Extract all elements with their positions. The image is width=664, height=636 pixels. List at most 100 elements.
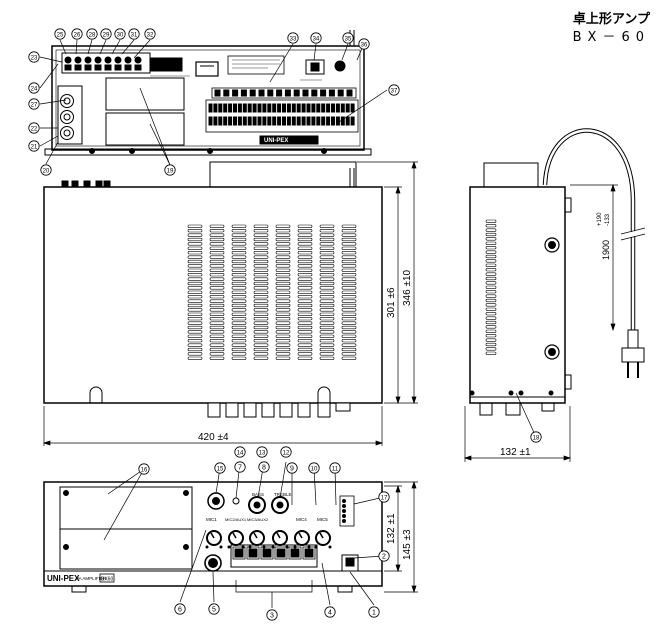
svg-text:30: 30 — [117, 33, 124, 39]
callout-26: 26 — [71, 28, 83, 40]
svg-text:28: 28 — [89, 33, 96, 39]
callout-22: 22 — [28, 122, 40, 134]
svg-text:25: 25 — [57, 33, 64, 39]
knob-label-1: MIC1 — [206, 517, 217, 522]
callout-31: 31 — [128, 28, 140, 40]
model-number: BX－60 — [572, 30, 650, 45]
svg-text:24: 24 — [31, 87, 38, 93]
svg-text:22: 22 — [31, 127, 38, 133]
svg-text:2: 2 — [382, 554, 386, 561]
svg-text:16: 16 — [141, 468, 148, 474]
callout-20: 20 — [40, 164, 52, 176]
callout-11: 11 — [329, 462, 341, 474]
callout-18: 18 — [530, 431, 542, 443]
svg-text:14: 14 — [237, 451, 244, 457]
svg-text:31: 31 — [131, 33, 138, 39]
svg-text:35: 35 — [345, 37, 352, 43]
knob-label-3: MIC3/AUX2 — [247, 517, 269, 522]
callout-13: 13 — [256, 446, 268, 458]
svg-text:37: 37 — [391, 89, 398, 95]
callout-7: 7 — [234, 461, 246, 473]
knob-label-6: MIC4 — [296, 517, 307, 522]
dim-front-height-132: 132 ±1 — [386, 513, 397, 544]
front-view — [43, 481, 383, 593]
model-box: BX60 — [101, 577, 113, 583]
svg-text:1: 1 — [372, 610, 376, 617]
dim-depth-346: 346 ±10 — [402, 269, 413, 306]
svg-text:11: 11 — [332, 467, 339, 473]
callout-35: 35 — [342, 32, 354, 44]
callout-19: 19 — [164, 164, 176, 176]
svg-text:32: 32 — [147, 33, 154, 39]
doc-title: 卓上形アンプ — [572, 12, 650, 27]
dim-cord-tol-plus: +190 — [597, 212, 603, 226]
callout-14: 14 — [234, 446, 246, 458]
callout-30: 30 — [114, 28, 126, 40]
callout-23: 23 — [28, 51, 40, 63]
callout-10: 10 — [308, 462, 320, 474]
callout-15: 15 — [214, 462, 226, 474]
callout-29: 29 — [100, 28, 112, 40]
svg-text:36: 36 — [361, 43, 368, 49]
callout-1: 1 — [368, 606, 380, 618]
svg-text:29: 29 — [103, 33, 110, 39]
svg-text:12: 12 — [283, 451, 290, 457]
callout-28: 28 — [86, 28, 98, 40]
svg-text:17: 17 — [381, 496, 388, 502]
dim-front-height-145: 145 ±3 — [402, 529, 413, 560]
top-view — [43, 161, 383, 418]
rear-badge: UNI-PEX — [264, 138, 288, 144]
svg-text:33: 33 — [290, 37, 297, 43]
knob-label-4: BASS — [252, 492, 264, 497]
callout-21: 21 — [28, 140, 40, 152]
svg-text:10: 10 — [311, 467, 318, 473]
dimension-lines — [42, 160, 618, 594]
svg-text:7: 7 — [238, 465, 242, 472]
rear-view — [44, 30, 372, 156]
callout-25: 25 — [54, 28, 66, 40]
callout-32: 32 — [144, 28, 156, 40]
callout-34: 34 — [310, 32, 322, 44]
svg-text:26: 26 — [74, 33, 81, 39]
dim-cord-tol-minus: -133 — [605, 213, 611, 226]
knob-label-2: MIC2/AUX1 — [225, 517, 247, 522]
knob-label-7: MIC5 — [317, 517, 328, 522]
callout-37: 37 — [388, 84, 400, 96]
svg-text:27: 27 — [31, 103, 38, 109]
callout-24: 24 — [28, 82, 40, 94]
svg-text:3: 3 — [270, 613, 274, 620]
svg-text:8: 8 — [262, 465, 266, 472]
svg-text:23: 23 — [31, 56, 38, 62]
callout-9: 9 — [286, 462, 298, 474]
brand-label: UNI-PEX — [47, 574, 80, 583]
dim-depth-301: 301 ±6 — [386, 287, 397, 318]
side-view — [469, 128, 647, 416]
callout-17: 17 — [378, 491, 390, 503]
callout-12: 12 — [280, 446, 292, 458]
svg-text:18: 18 — [533, 436, 540, 442]
callout-16: 16 — [138, 463, 150, 475]
svg-text:21: 21 — [31, 145, 38, 151]
callout-3: 3 — [266, 609, 278, 621]
svg-text:20: 20 — [43, 169, 50, 175]
dim-cord-length: 1900 — [601, 240, 611, 260]
svg-text:34: 34 — [313, 37, 320, 43]
dim-width: 420 ±4 — [198, 432, 229, 443]
svg-text:5: 5 — [212, 607, 216, 614]
callout-4: 4 — [324, 606, 336, 618]
dim-side-width: 132 ±1 — [500, 447, 531, 458]
svg-text:6: 6 — [178, 607, 182, 614]
leader-lines — [39, 39, 537, 608]
model-text: PA AMPLIFIER — [76, 576, 107, 581]
callout-33: 33 — [287, 32, 299, 44]
callout-27: 27 — [28, 98, 40, 110]
svg-text:9: 9 — [290, 466, 294, 473]
callout-36: 36 — [358, 38, 370, 50]
callout-6: 6 — [174, 603, 186, 615]
callout-5: 5 — [208, 603, 220, 615]
knob-label-5: TREBLE — [274, 492, 292, 497]
svg-text:4: 4 — [328, 610, 332, 617]
svg-text:15: 15 — [217, 467, 224, 473]
